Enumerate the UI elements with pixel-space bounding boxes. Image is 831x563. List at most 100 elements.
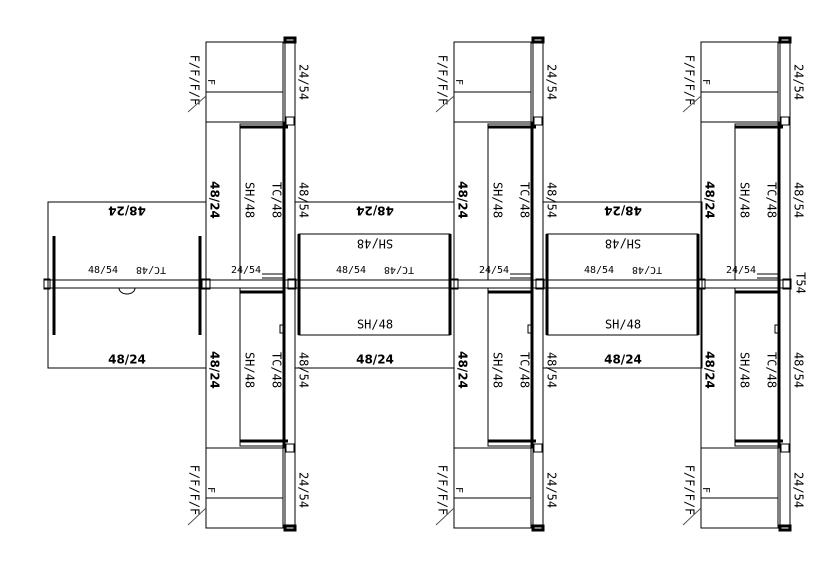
spine-connector <box>782 278 792 290</box>
panel-mid-label: 48/54 <box>792 182 806 218</box>
filing-label: F/F/F/F <box>436 55 450 106</box>
panel-connector <box>285 116 295 126</box>
tackboard-label: TC/48 <box>270 352 284 388</box>
panel-mid-label: 48/54 <box>545 182 559 218</box>
desk-worksurface-label: 48/24 <box>108 204 146 218</box>
panel-connector <box>533 116 543 126</box>
panel-cap <box>778 36 792 44</box>
shelf-label: SH/48 <box>738 352 752 388</box>
panel-connector <box>780 443 790 453</box>
filing-cabinet-bottom <box>453 447 532 529</box>
spine-connector <box>449 278 459 290</box>
filing-cabinet-bottom <box>700 447 779 529</box>
drawing-line <box>435 95 455 113</box>
filing-cabinet-top <box>700 41 779 123</box>
desk-worksurface-label: 48/24 <box>356 353 394 367</box>
panel-connector <box>780 116 790 126</box>
tackboard-label: TC/48 <box>765 182 779 218</box>
spine-connector <box>535 278 545 290</box>
drawing-line <box>682 95 702 113</box>
panel-cap <box>778 524 792 532</box>
tackboard-label: TC/48 <box>518 352 532 388</box>
grommet <box>527 324 534 334</box>
tackboard-label: TC/48 <box>765 352 779 388</box>
filing-cabinet-bottom <box>205 447 284 529</box>
desk-shelf-label: SH/48 <box>605 237 641 251</box>
shelf-label: SH/48 <box>491 182 505 218</box>
spine-panel-label: 24/54 <box>726 265 756 276</box>
drawing-line <box>435 507 455 526</box>
spine-end-label: T54 <box>794 272 808 294</box>
panel-end-label: 24/54 <box>792 64 806 100</box>
tackboard-label: TC/48 <box>518 182 532 218</box>
spine-connector <box>287 278 297 290</box>
panel-end-label: 24/54 <box>297 472 311 508</box>
worksurface-label: 48/24 <box>208 181 222 219</box>
worksurface-label: 48/24 <box>703 181 717 219</box>
shelf-label: SH/48 <box>491 352 505 388</box>
shelf-label: SH/48 <box>243 182 257 218</box>
filing-short-label: F <box>453 487 464 493</box>
center-tag: 48/54 <box>336 265 366 276</box>
vertical-panel <box>532 37 544 531</box>
panel-cap <box>283 36 297 44</box>
shelf-label: SH/48 <box>243 352 257 388</box>
panel-end-label: 24/54 <box>545 64 559 100</box>
center-tag: TC/48 <box>632 264 662 275</box>
panel-mid-label: 48/54 <box>297 352 311 388</box>
filing-short-label: F <box>205 487 216 493</box>
spine-panel <box>43 279 791 289</box>
panel-mid-label: 48/54 <box>545 352 559 388</box>
desk <box>294 201 455 369</box>
spine-panel-label: 24/54 <box>231 265 261 276</box>
vertical-panel <box>779 37 791 531</box>
vertical-panel <box>284 37 296 531</box>
worksurface-label: 48/24 <box>456 181 470 219</box>
drawing-line <box>187 95 207 113</box>
panel-end-label: 24/54 <box>545 472 559 508</box>
desk <box>542 201 703 369</box>
filing-short-label: F <box>700 79 711 85</box>
drawing-line <box>187 507 207 526</box>
panel-connector <box>285 443 295 453</box>
filing-label: F/F/F/F <box>683 465 697 516</box>
filing-short-label: F <box>453 79 464 85</box>
spine-end-cap <box>43 278 51 290</box>
grommet <box>774 324 781 334</box>
filing-cabinet-top <box>453 41 532 123</box>
panel-cap <box>283 524 297 532</box>
shelf-label: SH/48 <box>738 182 752 218</box>
filing-short-label: F <box>700 487 711 493</box>
panel-connector <box>533 443 543 453</box>
center-tag: 48/54 <box>88 265 118 276</box>
center-tag: TC/48 <box>384 264 414 275</box>
desk-worksurface-label: 48/24 <box>356 204 394 218</box>
grommet-arc <box>118 287 136 295</box>
filing-label: F/F/F/F <box>188 465 202 516</box>
desk-worksurface-label: 48/24 <box>108 353 146 367</box>
spine-connector <box>696 278 706 290</box>
desk-shelf-label: SH/48 <box>605 318 641 332</box>
filing-label: F/F/F/F <box>683 55 697 106</box>
grommet <box>279 324 286 334</box>
filing-short-label: F <box>205 79 216 85</box>
center-tag: 48/54 <box>584 265 614 276</box>
spine-panel-label: 24/54 <box>479 265 509 276</box>
filing-cabinet-top <box>205 41 284 123</box>
worksurface-label: 48/24 <box>703 351 717 389</box>
panel-end-label: 24/54 <box>792 472 806 508</box>
worksurface-label: 48/24 <box>208 351 222 389</box>
desk-worksurface-label: 48/24 <box>604 353 642 367</box>
panel-cap <box>531 524 545 532</box>
desk-worksurface-label: 48/24 <box>604 204 642 218</box>
tackboard-label: TC/48 <box>270 182 284 218</box>
panel-end-label: 24/54 <box>297 64 311 100</box>
desk-shelf-label: SH/48 <box>357 318 393 332</box>
center-tag: TC/48 <box>136 264 166 275</box>
filing-label: F/F/F/F <box>436 465 450 516</box>
panel-mid-label: 48/54 <box>792 352 806 388</box>
worksurface-label: 48/24 <box>456 351 470 389</box>
desk-left <box>47 201 207 369</box>
panel-mid-label: 48/54 <box>297 182 311 218</box>
